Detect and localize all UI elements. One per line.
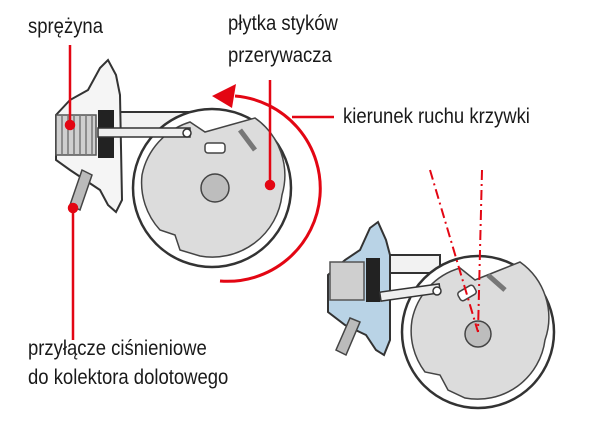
pressure-connector <box>69 168 93 212</box>
link-rod <box>97 127 191 138</box>
label-connector-line2: do kolektora dolotowego <box>28 366 229 389</box>
label-connector-line1: przyłącze ciśnieniowe <box>28 337 207 360</box>
right-vacuum-unit <box>327 220 556 410</box>
label-spring: sprężyna <box>28 15 103 38</box>
label-direction: kierunek ruchu krzywki <box>343 105 530 128</box>
cam-shaft <box>200 173 230 203</box>
contact-spring <box>238 128 257 152</box>
direction-arc <box>219 94 322 283</box>
label-plate-line1: płytka styków <box>228 12 338 35</box>
arrowhead-icon <box>212 84 236 108</box>
plate-slot <box>204 142 226 154</box>
left-vacuum-unit <box>55 58 293 269</box>
callout-lines <box>64 45 334 340</box>
angle-lines <box>429 169 483 333</box>
label-plate-line2: przerywacza <box>228 44 332 67</box>
